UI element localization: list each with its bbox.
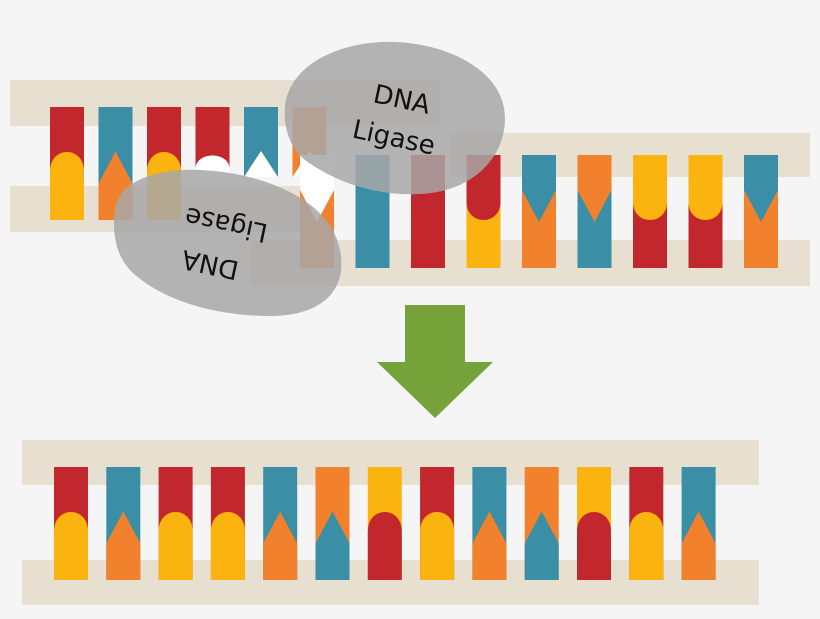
base-pair-9 bbox=[472, 467, 507, 580]
down-arrow bbox=[377, 305, 493, 418]
base-pair-13 bbox=[681, 467, 716, 580]
enzyme-shape bbox=[284, 41, 505, 195]
base-yellow bbox=[158, 512, 193, 580]
after-bases bbox=[54, 467, 716, 580]
base-orange bbox=[681, 511, 716, 580]
base-red bbox=[367, 512, 402, 580]
base-pair-8 bbox=[420, 467, 455, 580]
base-orange bbox=[577, 155, 612, 222]
base-orange bbox=[263, 511, 298, 580]
base-pair-4 bbox=[210, 467, 245, 580]
right-base-6 bbox=[577, 155, 612, 268]
base-yellow bbox=[54, 512, 88, 580]
base-pair-11 bbox=[577, 467, 611, 580]
base-pair-5 bbox=[263, 467, 298, 580]
ligase-blob-upper: DNA Ligase bbox=[284, 41, 505, 195]
base-pair-3 bbox=[158, 467, 193, 580]
base-red bbox=[577, 512, 611, 580]
base-teal bbox=[522, 155, 556, 222]
after-dna-strand bbox=[22, 440, 759, 605]
base-pair-6 bbox=[315, 467, 350, 580]
right-base-8 bbox=[688, 155, 723, 268]
base-teal bbox=[315, 511, 350, 580]
right-base-5 bbox=[522, 155, 556, 268]
base-yellow bbox=[50, 152, 84, 220]
right-base-9 bbox=[744, 155, 778, 268]
base-yellow bbox=[629, 512, 664, 580]
base-yellow bbox=[210, 512, 245, 580]
base-pair-1 bbox=[54, 467, 88, 580]
base-yellow bbox=[688, 155, 723, 220]
base-pair-12 bbox=[629, 467, 664, 580]
base-yellow bbox=[420, 512, 455, 580]
base-yellow bbox=[633, 155, 667, 220]
right-base-7 bbox=[633, 155, 667, 268]
base-orange bbox=[106, 511, 141, 580]
base-teal bbox=[524, 511, 559, 580]
left-base-pair-1 bbox=[50, 107, 84, 220]
base-pair-10 bbox=[524, 467, 559, 580]
base-orange bbox=[472, 511, 507, 580]
empty-slot bbox=[244, 151, 278, 177]
enzyme-shape bbox=[113, 169, 342, 316]
base-pair-2 bbox=[106, 467, 141, 580]
base-teal bbox=[744, 155, 778, 222]
base-pair-7 bbox=[367, 467, 402, 580]
ligase-blob-lower: Ligase DNA bbox=[113, 169, 342, 316]
